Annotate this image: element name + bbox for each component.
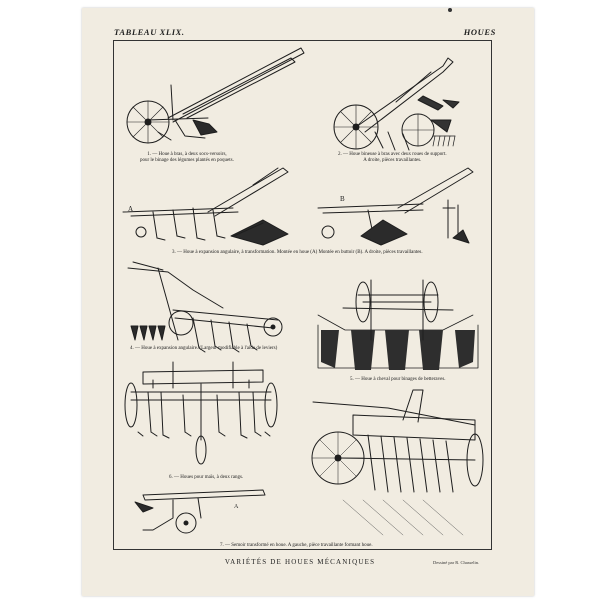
figure-3-marker-a: A: [128, 205, 133, 213]
figure-7-caption: 7. — Semoir transformé en houe. A gauche…: [220, 543, 373, 548]
figure-7-working-piece-illustration: [134, 489, 266, 534]
plate-number: TABLEAU XLIX.: [114, 27, 185, 37]
figure-2-caption: 2. — Houe bineuse à bras avec deux roues…: [338, 152, 447, 163]
figure-5-caption: 5. — Houe à cheval pour binages de bette…: [350, 377, 446, 382]
figure-6-illustration: [124, 361, 278, 465]
figure-4-illustration: [127, 261, 283, 353]
engravings: B: [122, 47, 484, 536]
figure-7-seeder-illustration: [311, 389, 484, 536]
page-sheet: [82, 8, 534, 596]
plate-topic: HOUES: [463, 27, 496, 37]
figure-6-caption: 6. — Houes pour maïs, à deux rangs.: [169, 475, 244, 480]
figure-5-illustration: [317, 279, 479, 370]
figure-1-illustration: [126, 47, 305, 144]
figure-3-illustration: [122, 167, 474, 246]
engraver-credit: Dessiné par R. Chasselin.: [433, 560, 480, 565]
figure-2-illustration: [333, 57, 460, 151]
figure-3-caption: 3. — Houe à expansion angulaire, à trans…: [172, 250, 423, 255]
corner-dot: [448, 8, 452, 12]
plate-title: VARIÉTÉS DE HOUES MÉCANIQUES: [224, 558, 376, 566]
figure-4-caption: 4. — Houe à expansion angulaire. (Largeu…: [130, 346, 278, 351]
figure-7-marker-a: A: [234, 504, 239, 510]
figure-3-marker-b: B: [340, 195, 345, 203]
plate-frame: [113, 40, 492, 550]
figure-1-caption: 1. — Houe à bras, à deux socs-versoirs, …: [140, 152, 234, 163]
